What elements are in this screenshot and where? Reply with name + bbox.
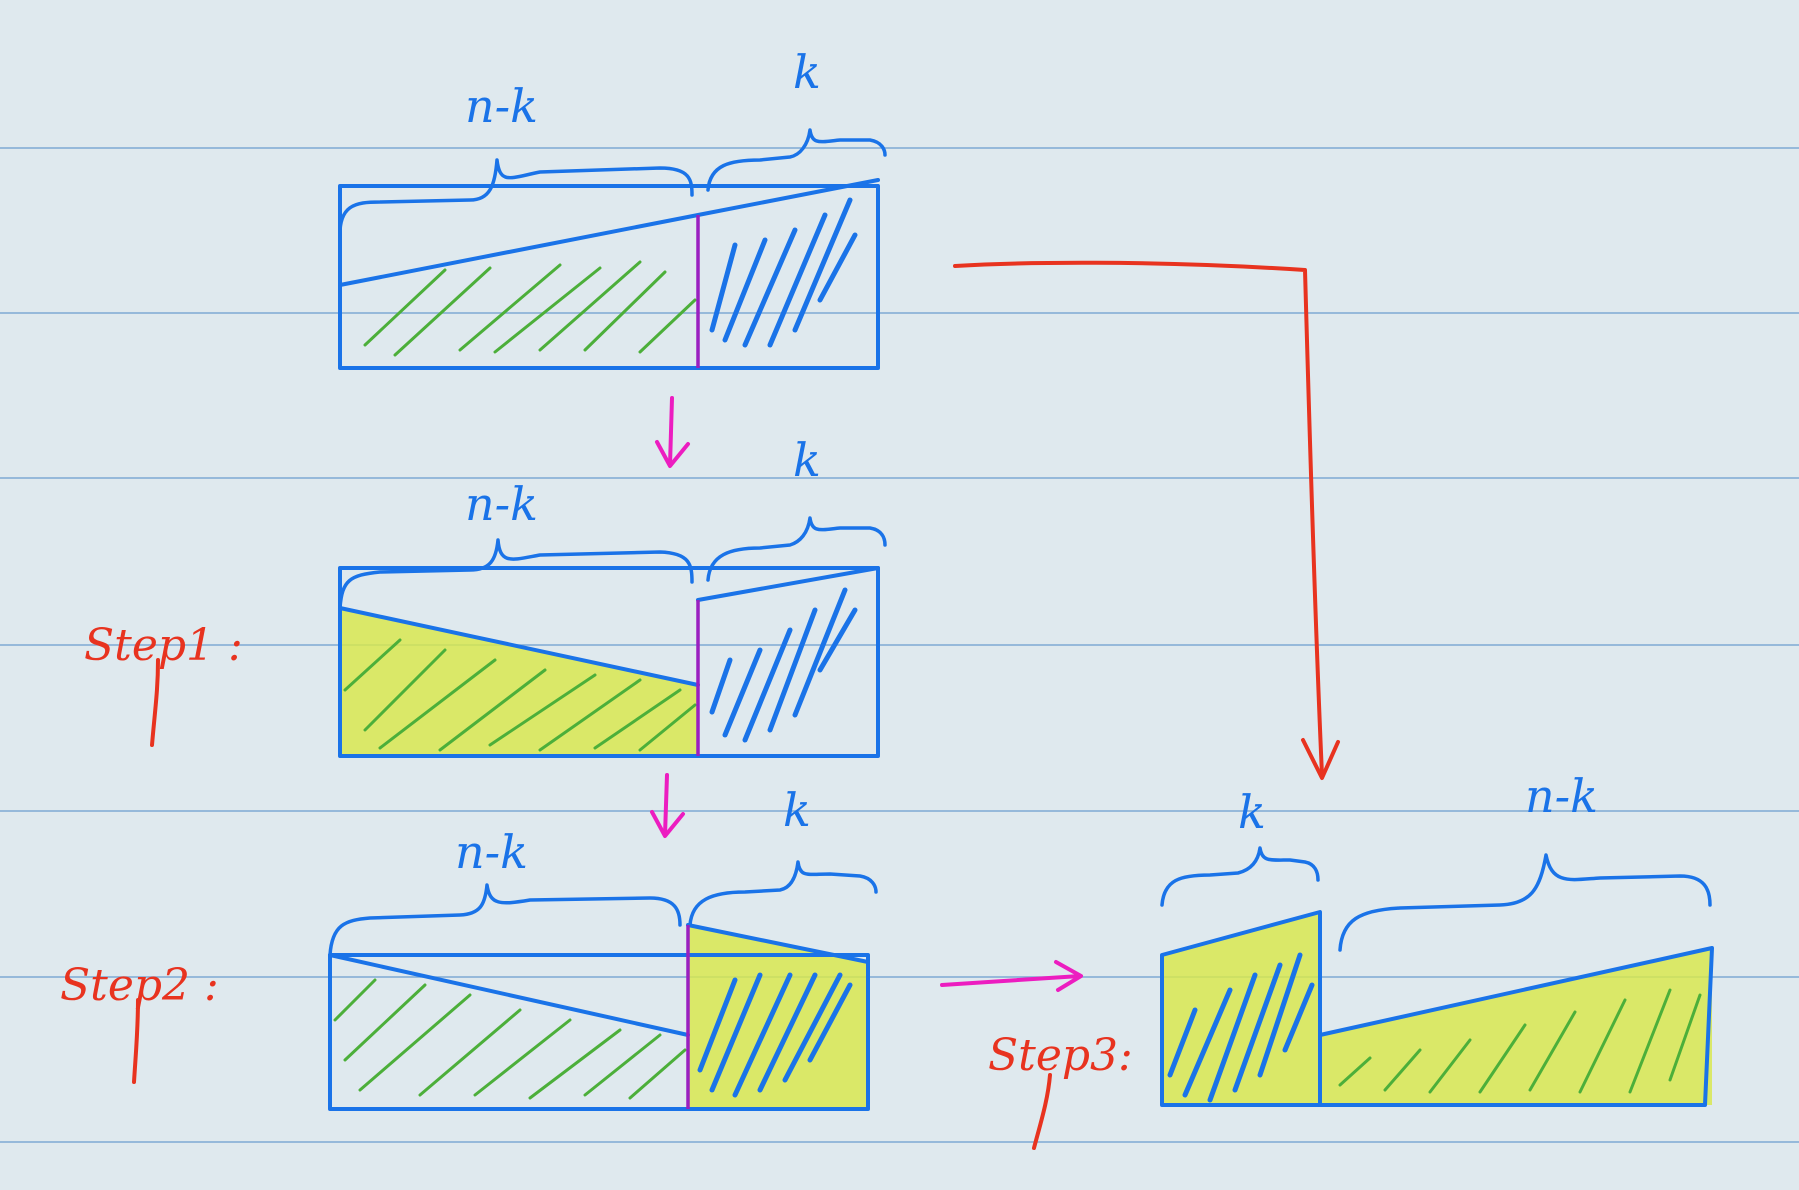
array-box-step2 bbox=[328, 953, 870, 1111]
blue-hatching-top bbox=[709, 197, 858, 348]
brace-n-minus-k-step1: n-k bbox=[338, 477, 694, 610]
brace-n-minus-k-step3: n-k bbox=[1338, 769, 1712, 952]
brace-k-step1: k bbox=[706, 433, 887, 582]
step3-label: Step3: bbox=[988, 1030, 1133, 1081]
blue-hatching-step3 bbox=[1167, 952, 1315, 1103]
array-box-step3-n-minus-k bbox=[1318, 946, 1714, 1107]
green-hatching-step1 bbox=[343, 638, 697, 752]
blue-hatching-step2 bbox=[697, 972, 853, 1098]
red-arrow-to-step3 bbox=[953, 260, 1340, 780]
blue-hatching-step1 bbox=[709, 587, 858, 743]
label-n-minus-k-top: n-k bbox=[465, 79, 538, 133]
right-arrow bbox=[940, 960, 1083, 992]
brace-n-minus-k-step2: n-k bbox=[328, 825, 682, 957]
brace-k-step2: k bbox=[688, 783, 878, 927]
label-n-minus-k-step2: n-k bbox=[455, 825, 528, 879]
highlight-step1 bbox=[342, 608, 698, 755]
step1-array: Step1 : n-k k bbox=[84, 433, 887, 758]
array-box-step1 bbox=[338, 566, 880, 758]
step2-array: Step2 : n-k k bbox=[60, 783, 878, 1111]
brace-k-step3: k bbox=[1160, 785, 1320, 907]
label-k-step2: k bbox=[783, 783, 811, 837]
array-box-step3-k bbox=[1160, 910, 1322, 1107]
down-arrow-2 bbox=[650, 773, 685, 838]
label-k-top: k bbox=[793, 45, 821, 99]
label-k-step3: k bbox=[1238, 785, 1266, 839]
green-hatching-top bbox=[363, 260, 697, 357]
label-n-minus-k-step1: n-k bbox=[465, 477, 538, 531]
original-array: n-k k bbox=[338, 45, 887, 370]
step1-label: Step1 : bbox=[84, 620, 243, 671]
ruled-lines bbox=[0, 147, 1799, 1143]
label-k-step1: k bbox=[793, 433, 821, 487]
label-n-minus-k-step3: n-k bbox=[1525, 769, 1598, 823]
green-hatching-step2 bbox=[333, 978, 687, 1100]
step3-array: Step3: k n-k bbox=[988, 769, 1714, 1150]
green-hatching-step3 bbox=[1338, 988, 1702, 1094]
highlight-step2 bbox=[688, 925, 868, 1108]
array-box-top bbox=[338, 184, 880, 370]
highlight-step3-n-minus-k bbox=[1320, 948, 1712, 1105]
down-arrow-1 bbox=[655, 396, 690, 468]
brace-n-minus-k-top: n-k bbox=[338, 79, 694, 242]
brace-k-top: k bbox=[706, 45, 887, 192]
